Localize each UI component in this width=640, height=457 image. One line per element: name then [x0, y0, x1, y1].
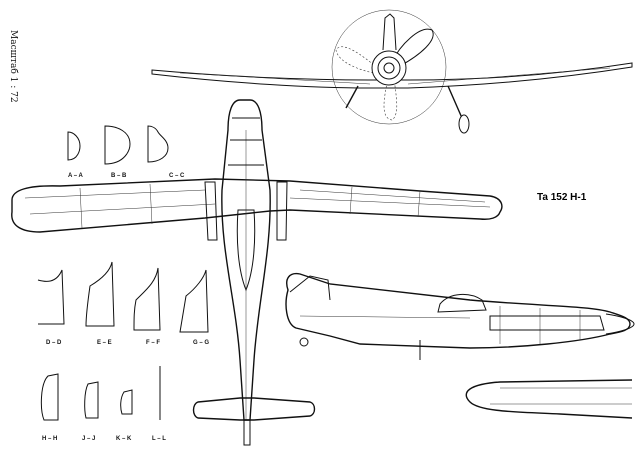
- aircraft-title: Ta 152 H-1: [537, 192, 587, 203]
- section-label-kk: K – K: [116, 436, 132, 442]
- section-label-ff: F – F: [146, 340, 160, 346]
- sections-top: A – A B – B C – C: [67, 125, 185, 179]
- top-view: [11, 99, 503, 446]
- section-label-hh: H – H: [42, 436, 57, 442]
- scale-note: Масштаб 1 : 72: [8, 30, 19, 103]
- sections-mid: D – D E – E F – F G – G: [37, 261, 209, 346]
- section-label-ee: E – E: [97, 340, 112, 346]
- section-label-cc: C – C: [169, 173, 185, 179]
- section-label-aa: A – A: [68, 173, 84, 179]
- front-view: [151, 9, 633, 134]
- section-label-bb: B – B: [111, 173, 127, 179]
- section-label-ll: L – L: [152, 436, 166, 442]
- section-label-gg: G – G: [193, 340, 209, 346]
- section-label-jj: J – J: [82, 436, 95, 442]
- section-label-dd: D – D: [46, 340, 62, 346]
- side-view: [285, 272, 635, 360]
- wingtip-detail: [465, 379, 633, 419]
- sections-bottom: H – H J – J K – K L – L: [40, 366, 166, 442]
